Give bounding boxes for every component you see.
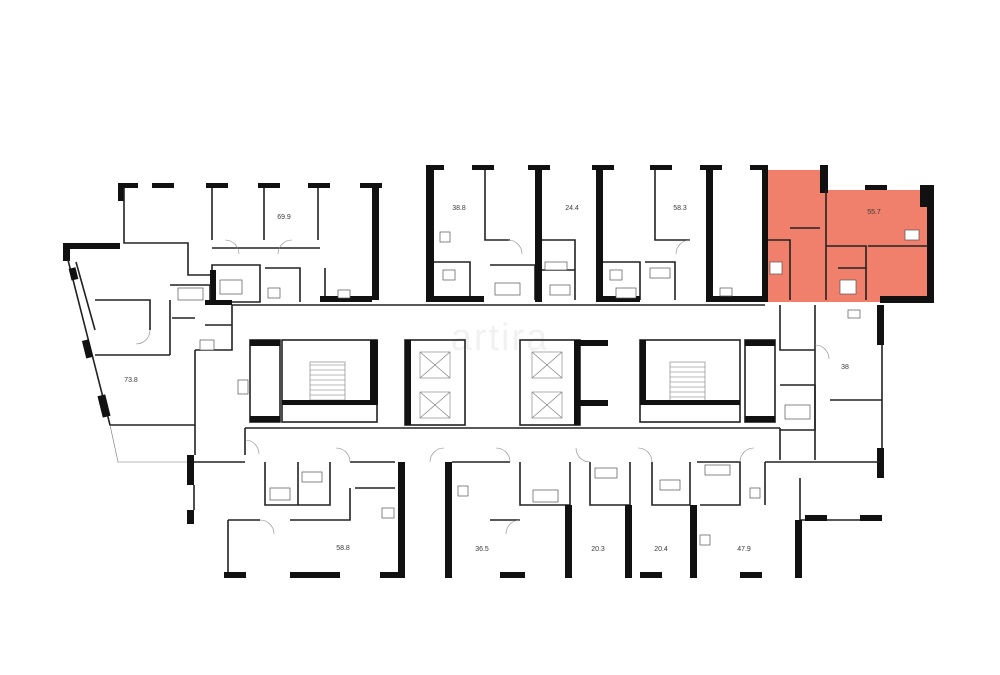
area-label-38-8: 38.8 xyxy=(452,205,466,212)
watermark: artira xyxy=(451,317,550,359)
area-label-20-4: 20.4 xyxy=(654,546,668,553)
left-wing-walls xyxy=(63,243,232,463)
area-label-58-3: 58.3 xyxy=(673,205,687,212)
top-row-walls xyxy=(118,165,934,478)
area-label-38: 38 xyxy=(841,364,849,371)
fixtures xyxy=(177,229,920,546)
door-swings xyxy=(135,239,830,535)
area-label-20-3: 20.3 xyxy=(591,546,605,553)
area-label-36-5: 36.5 xyxy=(475,546,489,553)
area-label-55-7: 55.7 xyxy=(867,209,881,216)
highlighted-unit-fill[interactable] xyxy=(765,170,932,302)
building-core xyxy=(249,339,776,426)
bottom-row-walls xyxy=(187,455,882,578)
area-label-73-8: 73.8 xyxy=(124,377,138,384)
area-label-58-8: 58.8 xyxy=(336,545,350,552)
area-label-24-4: 24.4 xyxy=(565,205,579,212)
area-labels: 69.9 38.8 24.4 58.3 55.7 73.8 38 58.8 36… xyxy=(124,205,881,553)
area-label-47-9: 47.9 xyxy=(737,546,751,553)
area-label-69-9: 69.9 xyxy=(277,214,291,221)
corridor-walls xyxy=(194,304,815,460)
